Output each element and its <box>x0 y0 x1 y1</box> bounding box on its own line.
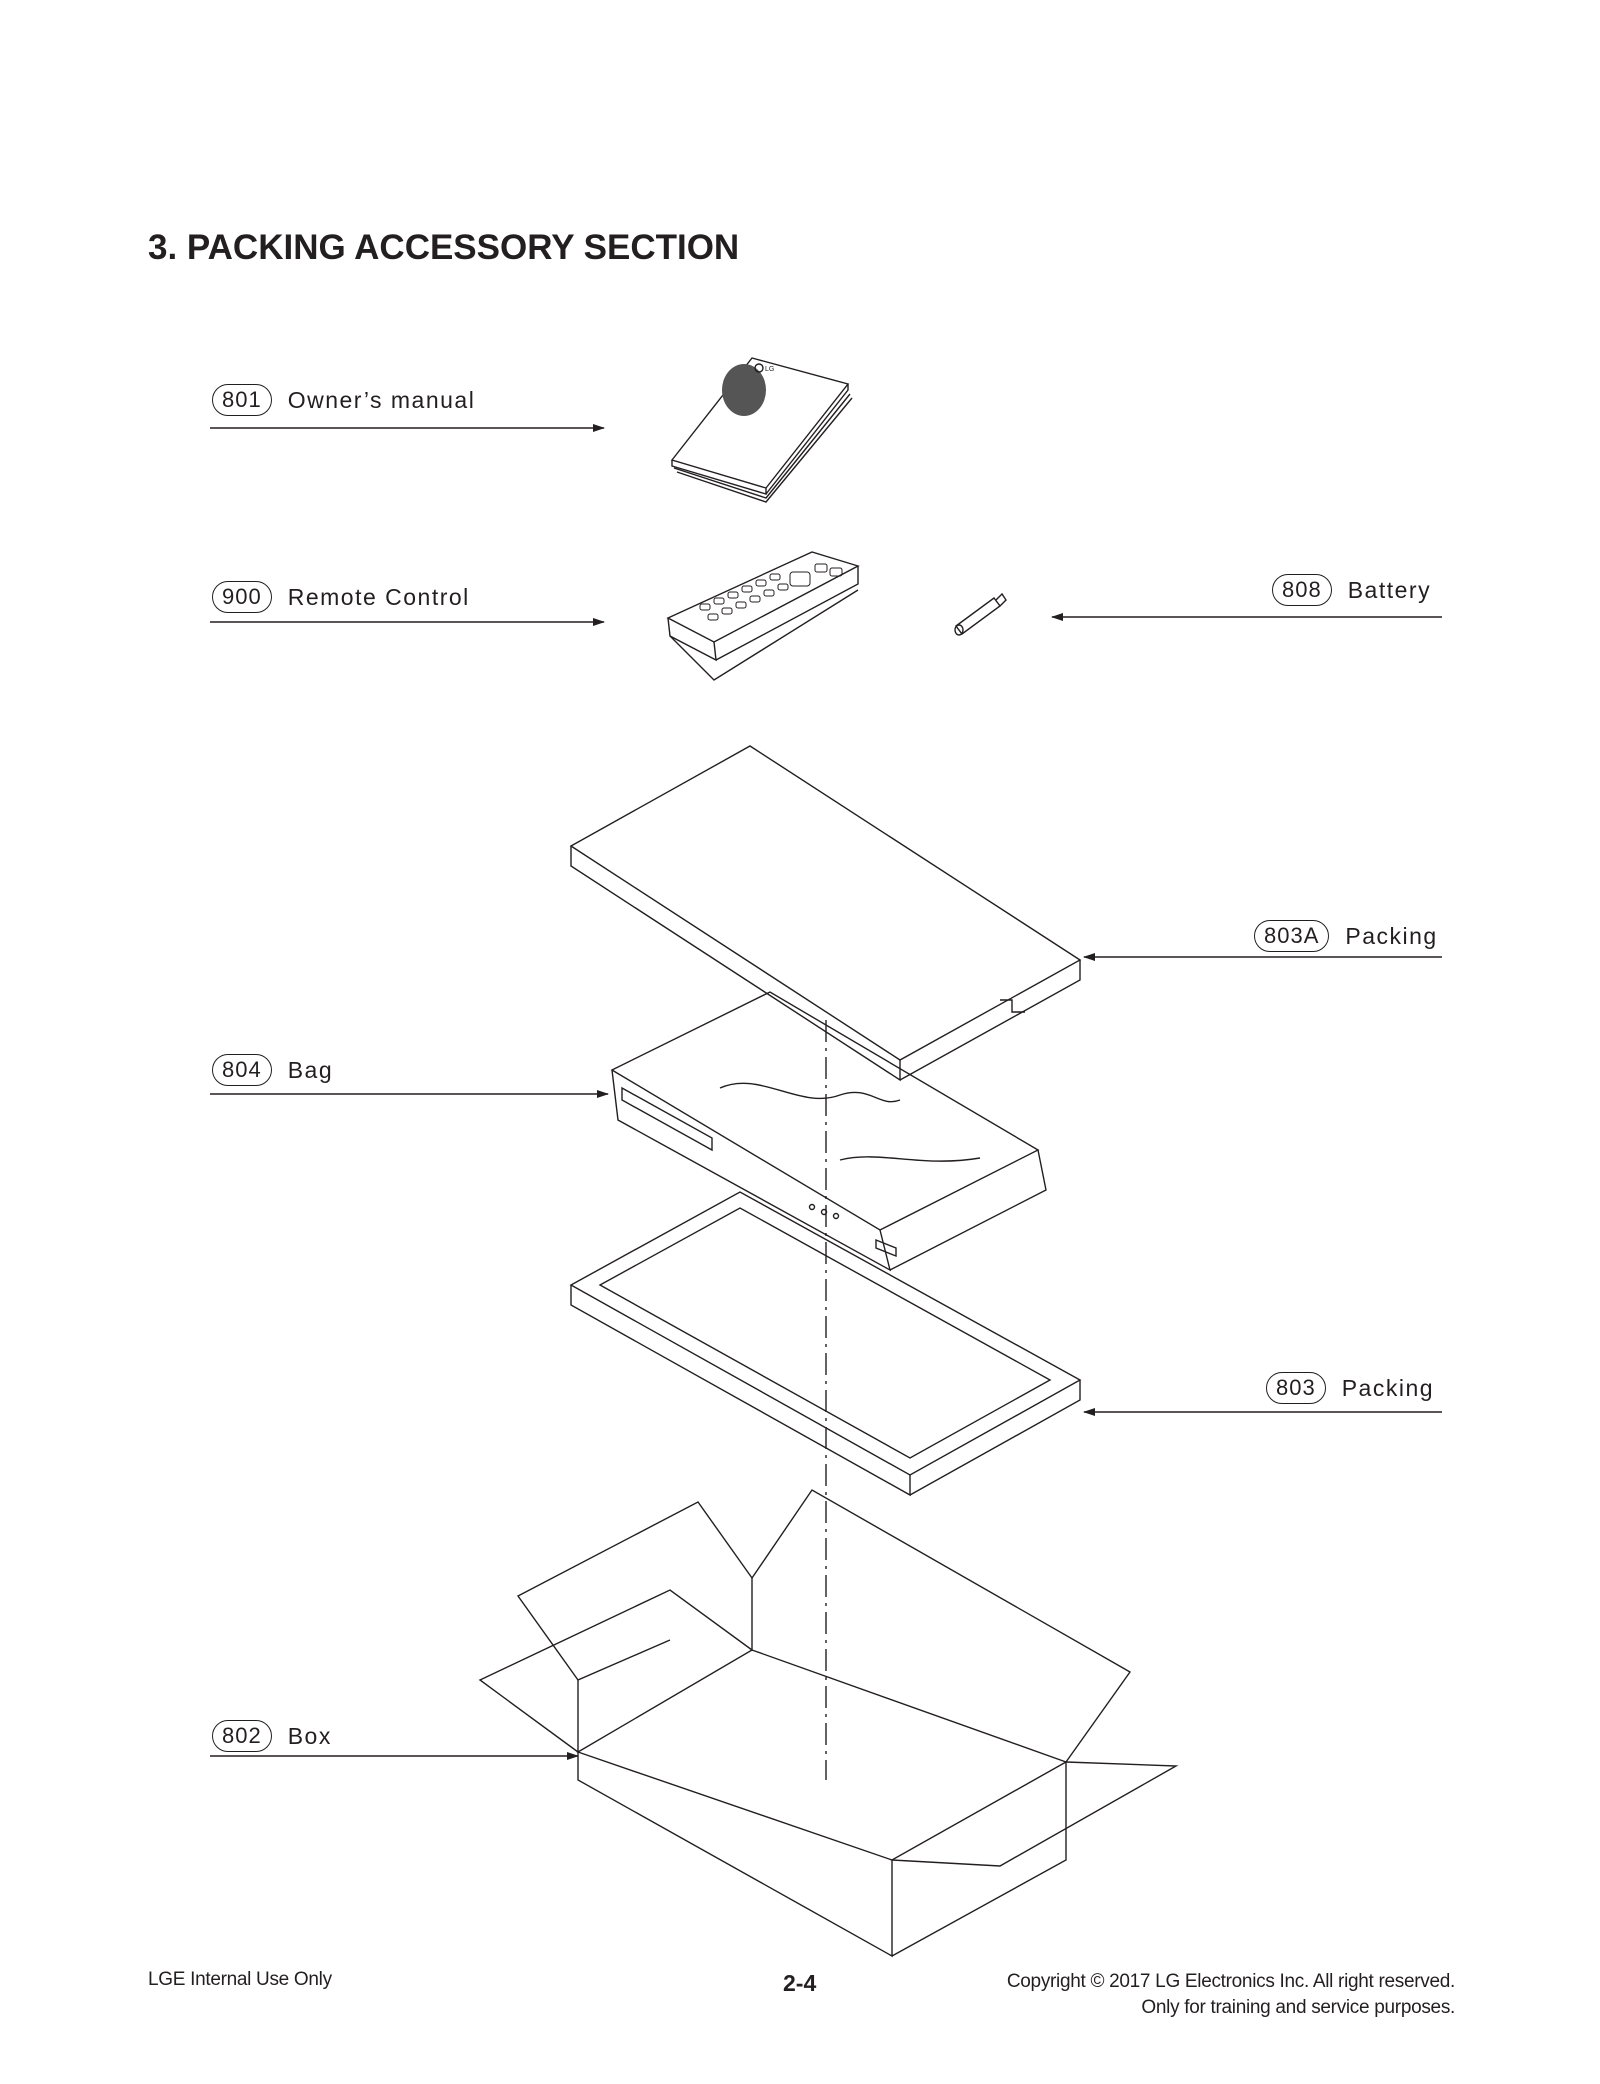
part-name: Remote Control <box>287 583 470 610</box>
battery-illustration <box>954 592 1007 636</box>
manual-logo-text: LG <box>765 366 774 373</box>
callout-packing-bottom: 803 Packing <box>1266 1372 1434 1404</box>
part-number-badge: 804 <box>212 1054 272 1086</box>
callout-packing-top: 803A Packing <box>1254 920 1438 952</box>
training-notice-line: Only for training and service purposes. <box>1141 1997 1455 2018</box>
part-name: Packing <box>1341 1374 1435 1401</box>
copyright-line: Copyright © 2017 LG Electronics Inc. All… <box>1006 1971 1455 1992</box>
owners-manual-illustration: LG <box>670 357 853 503</box>
bagged-unit-illustration <box>610 991 1047 1272</box>
bottom-packing-illustration <box>569 1191 1082 1497</box>
section-title: 3. PACKING ACCESSORY SECTION <box>148 228 740 267</box>
part-number-badge: 803 <box>1266 1372 1326 1404</box>
callout-bag: 804 Bag <box>212 1054 333 1086</box>
part-number-badge: 900 <box>212 581 272 613</box>
part-name: Owner’s manual <box>287 386 476 413</box>
part-number-badge: 803A <box>1254 920 1330 952</box>
top-packing-illustration <box>569 745 1082 1082</box>
callout-remote-control: 900 Remote Control <box>212 581 470 613</box>
footer-copyright: Copyright © 2017 LG Electronics Inc. All… <box>1007 1969 1455 2021</box>
part-name: Battery <box>1347 576 1432 603</box>
remote-control-illustration <box>666 551 860 681</box>
part-number-badge: 808 <box>1272 574 1332 606</box>
callout-box: 802 Box <box>212 1720 332 1752</box>
part-name: Packing <box>1345 922 1438 949</box>
part-name: Bag <box>287 1056 334 1083</box>
footer-internal-use: LGE Internal Use Only <box>148 1969 332 1990</box>
box-illustration <box>478 1489 1179 1958</box>
callout-battery: 808 Battery <box>1272 574 1431 606</box>
manual-cover-graphic <box>722 364 766 416</box>
part-number-badge: 802 <box>212 1720 272 1752</box>
lg-logo-icon <box>754 363 764 373</box>
part-name: Box <box>287 1722 332 1749</box>
page-number: 2-4 <box>783 1970 817 1996</box>
callout-owners-manual: 801 Owner’s manual <box>212 384 475 416</box>
part-number-badge: 801 <box>212 384 272 416</box>
